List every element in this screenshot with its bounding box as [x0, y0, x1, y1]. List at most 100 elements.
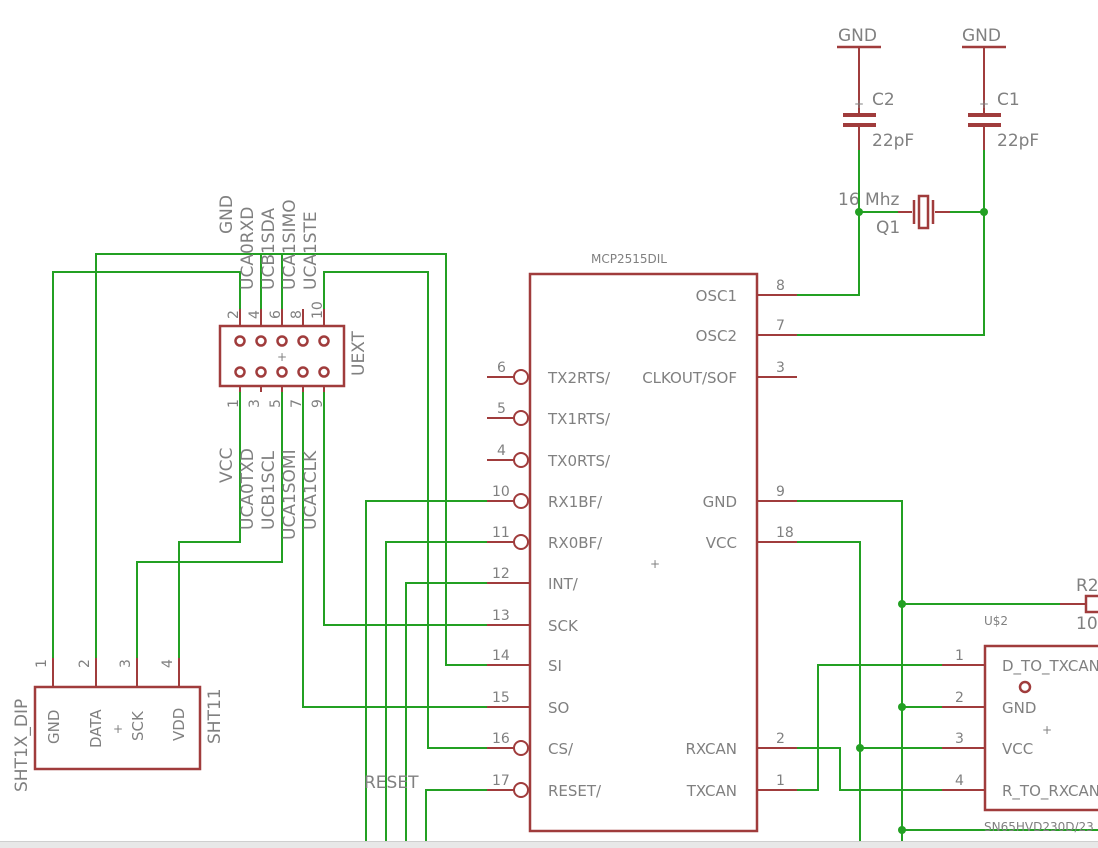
mcp2515-chip: MCP2515DIL +	[528, 252, 759, 833]
can-transceiver: U$2 SN65HVD230D/23 + 1 2 3 4 D_TO_TXCAN …	[942, 614, 1098, 834]
c1-value: 22pF	[997, 131, 1039, 151]
svg-text:6: 6	[497, 360, 506, 376]
transceiver-name: U$2	[984, 614, 1008, 628]
svg-text:VCC: VCC	[706, 534, 737, 552]
svg-text:TXCAN: TXCAN	[686, 782, 737, 800]
svg-text:3: 3	[955, 731, 964, 747]
uext-pads	[234, 335, 330, 378]
svg-text:+: +	[979, 97, 989, 111]
svg-text:16: 16	[492, 731, 510, 747]
svg-text:+: +	[650, 557, 660, 571]
svg-text:8: 8	[289, 310, 305, 319]
c2-value: 22pF	[872, 131, 914, 151]
uext-sig-gnd: GND	[217, 195, 237, 234]
gnd-symbol-c1: GND	[962, 26, 1006, 70]
svg-text:4: 4	[247, 310, 263, 319]
nets	[52, 150, 1098, 842]
svg-text:3: 3	[118, 659, 134, 668]
svg-text:GND: GND	[703, 493, 737, 511]
resistor-r2: R2 10	[1060, 576, 1098, 634]
svg-text:TX0RTS/: TX0RTS/	[547, 452, 611, 470]
svg-text:TX2RTS/: TX2RTS/	[547, 369, 611, 387]
c1-name: C1	[997, 90, 1020, 110]
svg-text:1: 1	[226, 399, 242, 408]
svg-text:D_TO_TXCAN: D_TO_TXCAN	[1002, 657, 1098, 676]
svg-text:11: 11	[492, 525, 510, 541]
uext-sig-uca1clk: UCA1CLK	[301, 450, 321, 530]
svg-text:OSC2: OSC2	[696, 327, 737, 345]
svg-text:GND: GND	[45, 710, 63, 744]
svg-text:13: 13	[492, 608, 510, 624]
uext-name: UEXT	[349, 330, 369, 376]
capacitor-c2: + C2 22pF	[843, 70, 914, 151]
svg-text:15: 15	[492, 690, 510, 706]
capacitor-c1: + C1 22pF	[968, 70, 1039, 151]
svg-text:6: 6	[268, 310, 284, 319]
reset-net-label: RESET	[364, 773, 419, 793]
svg-text:VCC: VCC	[1002, 740, 1033, 758]
uext-pins-top	[239, 309, 325, 326]
svg-text:4: 4	[497, 443, 506, 459]
uext-sig-uca0rxd: UCA0RXD	[238, 207, 258, 290]
transceiver-part: SN65HVD230D/23	[984, 820, 1094, 834]
sht11-sensor: 1 2 3 4 GND DATA SCK VDD + SHT11 SHT1X_D…	[12, 658, 225, 792]
svg-text:SI: SI	[548, 657, 562, 675]
c2-name: C2	[872, 90, 895, 110]
crystal-value: 16 Mhz	[838, 190, 899, 210]
svg-text:2: 2	[776, 731, 785, 747]
r2-value: 10	[1076, 614, 1098, 634]
svg-text:14: 14	[492, 648, 510, 664]
svg-text:1: 1	[776, 773, 785, 789]
uext-sig-ucb1sda: UCB1SDA	[259, 208, 279, 290]
svg-text:7: 7	[776, 318, 785, 334]
svg-text:INT/: INT/	[548, 575, 579, 593]
svg-text:2: 2	[77, 659, 93, 668]
svg-text:3: 3	[247, 399, 263, 408]
horizontal-scrollbar[interactable]	[0, 841, 1098, 848]
uext-sig-uca1simo: UCA1SIMO	[280, 199, 300, 290]
r2-name: R2	[1076, 576, 1098, 596]
svg-text:9: 9	[310, 399, 326, 408]
svg-text:SO: SO	[548, 699, 569, 717]
svg-text:+: +	[854, 97, 864, 111]
svg-text:8: 8	[776, 278, 785, 294]
svg-text:7: 7	[289, 399, 305, 408]
svg-text:RX0BF/: RX0BF/	[548, 534, 603, 552]
svg-text:9: 9	[776, 484, 785, 500]
svg-text:TX1RTS/: TX1RTS/	[547, 410, 611, 428]
uext-sig-ucb1scl: UCB1SCL	[259, 451, 279, 530]
uext-pins-bottom	[239, 386, 325, 392]
svg-text:OSC1: OSC1	[696, 287, 737, 305]
uext-connector: + UEXT 2 4 6 8 10 1 3 5 7 9 GND UCA0RXD …	[217, 195, 369, 540]
gnd-label-left: GND	[838, 26, 877, 46]
gnd-label-right: GND	[962, 26, 1001, 46]
svg-text:17: 17	[492, 773, 510, 789]
svg-text:R_TO_RXCAN: R_TO_RXCAN	[1002, 782, 1098, 801]
uext-sig-uca1somi: UCA1SOMI	[280, 449, 300, 540]
svg-text:12: 12	[492, 566, 510, 582]
svg-text:1: 1	[34, 659, 50, 668]
svg-text:3: 3	[776, 360, 785, 376]
svg-text:CLKOUT/SOF: CLKOUT/SOF	[642, 369, 737, 387]
uext-sig-uca1ste: UCA1STE	[301, 211, 321, 290]
svg-text:RESET/: RESET/	[548, 782, 602, 800]
svg-text:RX1BF/: RX1BF/	[548, 493, 603, 511]
svg-text:+: +	[1042, 723, 1052, 737]
junctions	[855, 208, 988, 834]
svg-text:RXCAN: RXCAN	[685, 740, 737, 758]
svg-text:10: 10	[310, 301, 326, 319]
